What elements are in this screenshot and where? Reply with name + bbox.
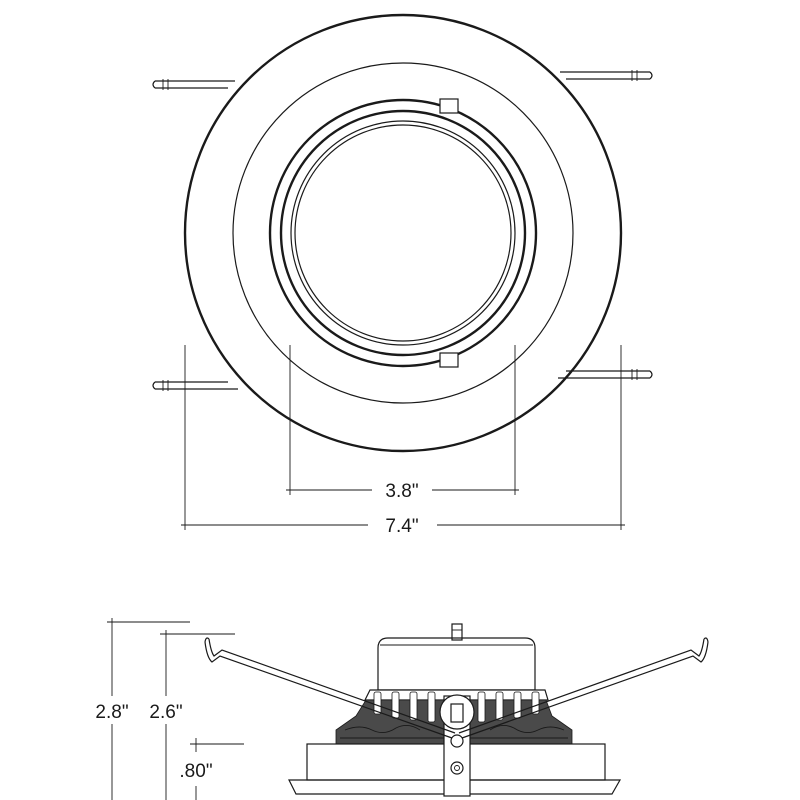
gimbal-ring-inner bbox=[279, 109, 527, 357]
side-view: 2.8" 2.6" .80" bbox=[95, 618, 709, 800]
dimension-body-height: 2.6" bbox=[149, 630, 235, 800]
dimension-inner: 3.8" bbox=[286, 345, 519, 502]
mounting-clip-upper-right bbox=[560, 70, 653, 81]
mounting-clip-upper-left bbox=[152, 79, 235, 90]
dimension-inner-label: 3.8" bbox=[385, 481, 418, 502]
dimension-trim-height: .80" bbox=[179, 738, 244, 800]
dimension-outer: 7.4" bbox=[181, 345, 625, 537]
mounting-clip-lower-left bbox=[152, 380, 238, 391]
dimension-total-height-label: 2.8" bbox=[95, 702, 128, 723]
dimension-body-height-label: 2.6" bbox=[149, 702, 182, 723]
lens-ring-outer bbox=[290, 120, 516, 346]
spring-bracket bbox=[439, 694, 475, 797]
mounting-clip-lower-right bbox=[558, 369, 653, 380]
top-view: 3.8" 7.4" bbox=[152, 13, 653, 537]
spring-wire-right bbox=[458, 637, 709, 739]
lens-ring-inner bbox=[294, 124, 512, 342]
gimbal-ring-outer bbox=[268, 98, 538, 368]
spring-wire-left bbox=[204, 637, 456, 739]
dimension-total-height: 2.8" bbox=[95, 618, 190, 800]
driver-housing bbox=[377, 623, 536, 691]
middle-trim-ring bbox=[232, 62, 574, 404]
pivot-tab-top bbox=[439, 98, 459, 114]
dimension-trim-height-label: .80" bbox=[179, 761, 212, 782]
outer-trim-ring bbox=[183, 13, 623, 453]
pivot-tab-bottom bbox=[439, 352, 459, 368]
dimension-outer-label: 7.4" bbox=[385, 516, 418, 537]
